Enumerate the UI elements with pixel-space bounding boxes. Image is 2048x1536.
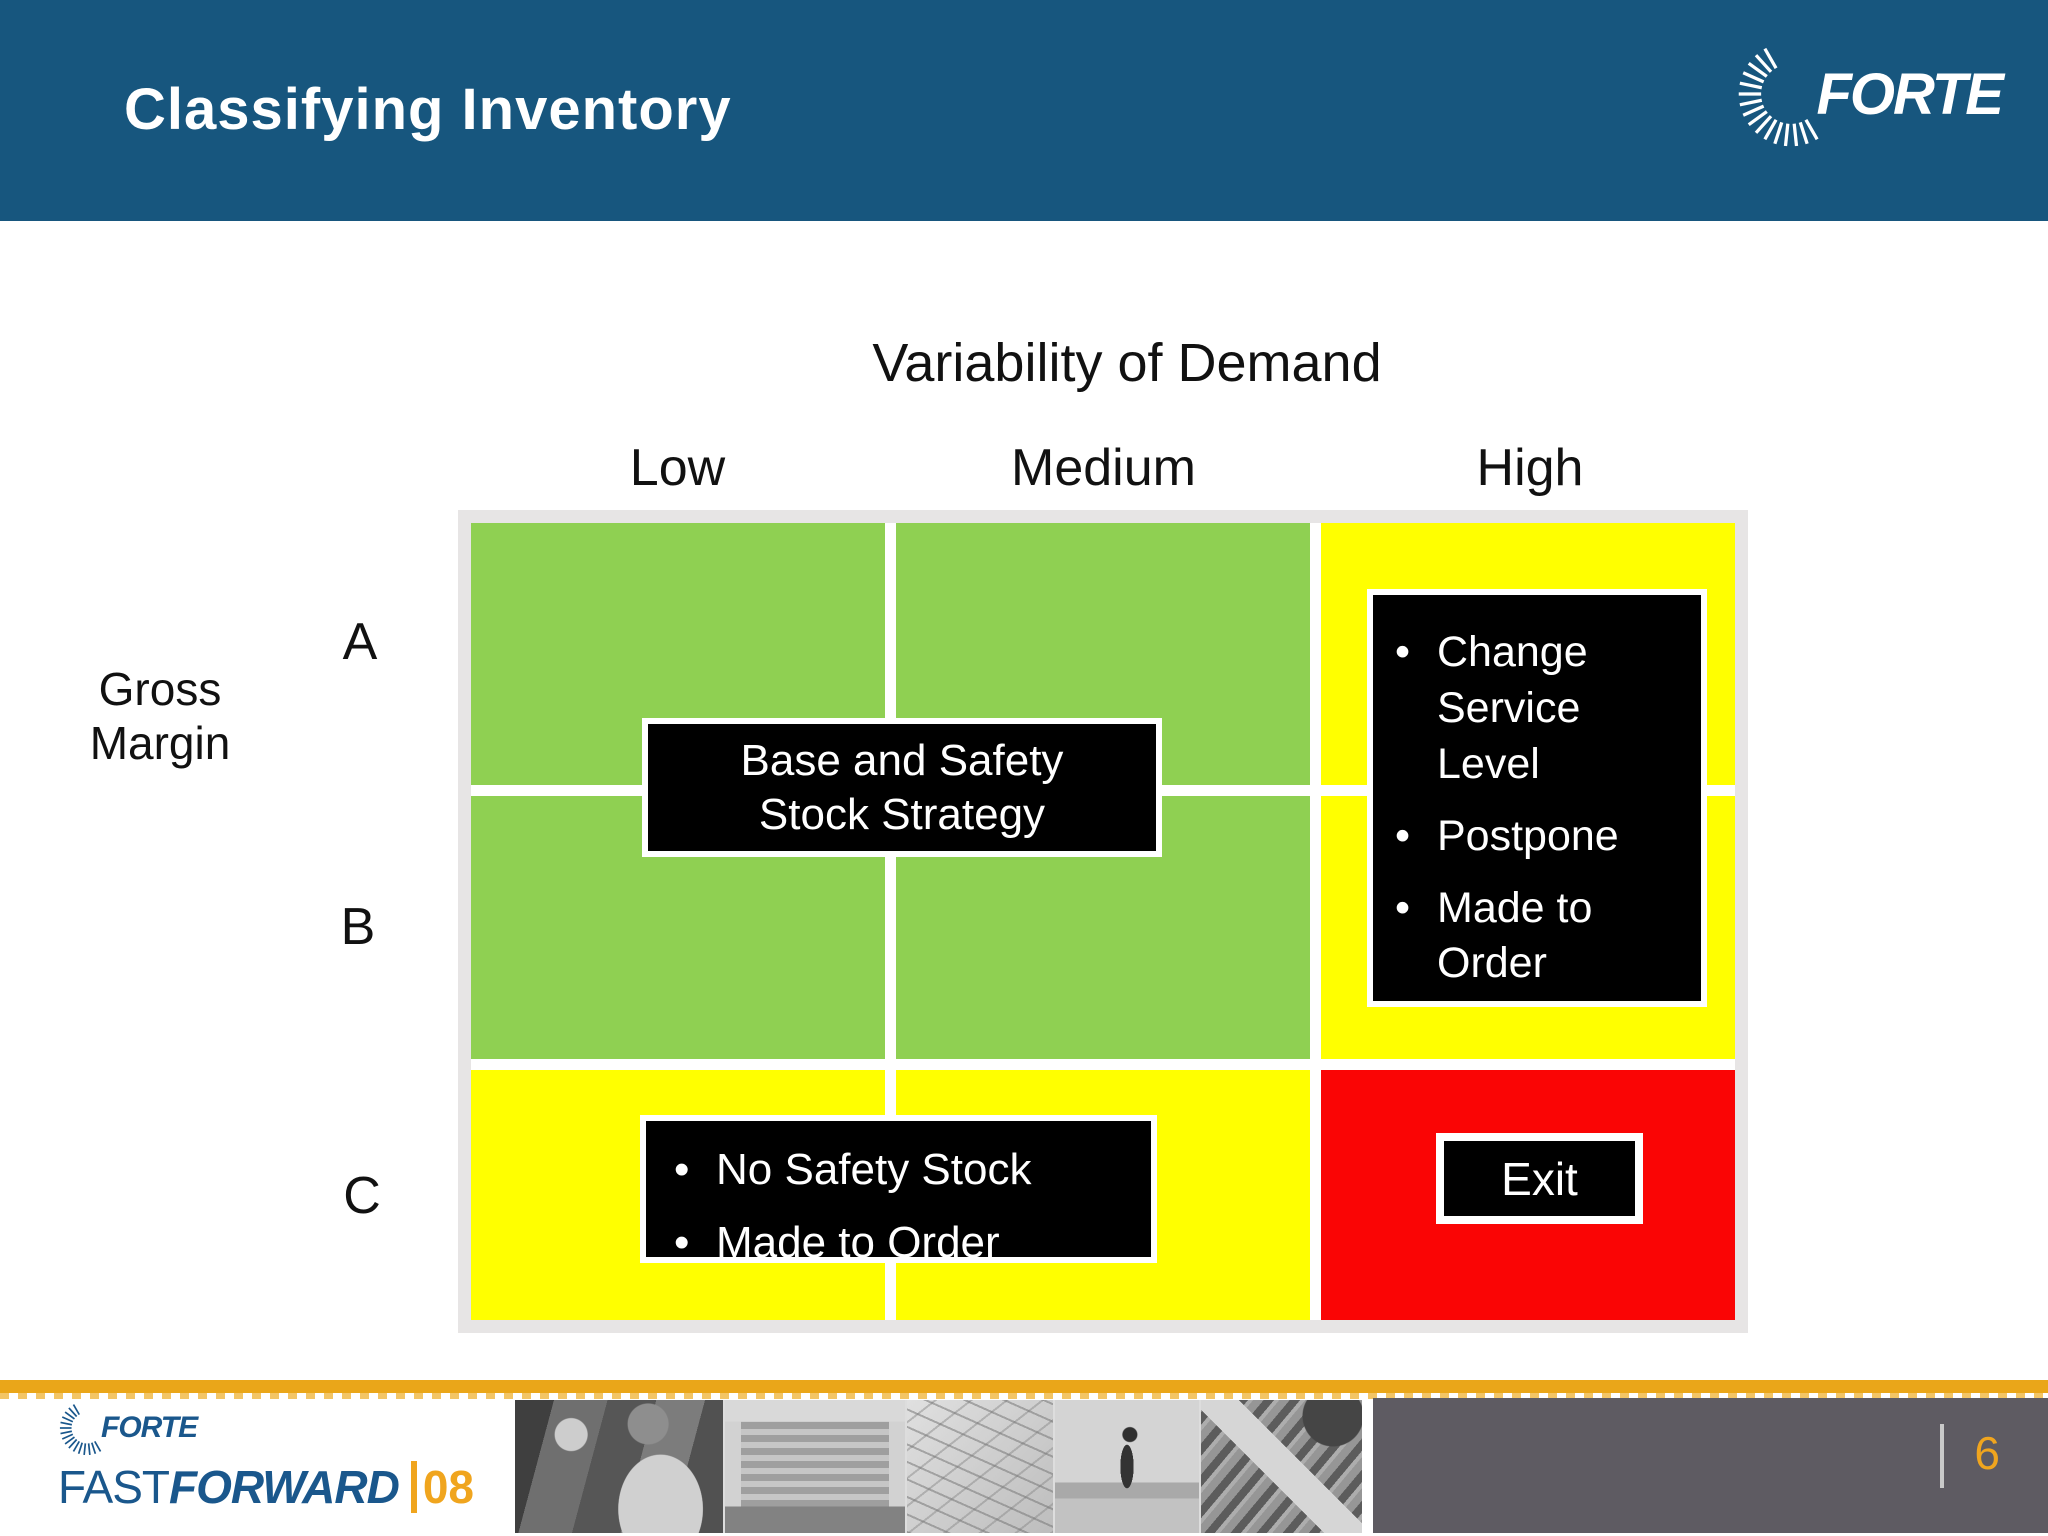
fastforward-forward: FORWARD <box>169 1461 400 1513</box>
footer-photo-strip <box>515 1400 1362 1533</box>
forte-footer-logo-text: FORTE <box>101 1411 198 1444</box>
footer-accent-bar <box>0 1380 2048 1393</box>
row-label-c: C <box>343 1167 381 1225</box>
forte-logo-text: FORTE <box>1816 61 2004 127</box>
hotel-photo <box>723 1400 906 1533</box>
fastforward-fast: FAST <box>58 1461 170 1513</box>
gold-divider <box>410 1461 417 1513</box>
strategy-bullet: Made to Order <box>1395 881 1693 993</box>
matrix-grid: Base and Safety Stock Strategy Change Se… <box>458 510 1748 1333</box>
row-axis-line-2: Margin <box>89 717 231 770</box>
page-divider <box>1940 1424 1944 1488</box>
golfer-photo <box>1052 1400 1199 1533</box>
conveyor-photo <box>1198 1400 1362 1533</box>
row-axis-label: Gross Margin <box>38 662 282 771</box>
green-strategy-box: Base and Safety Stock Strategy <box>642 718 1162 857</box>
strategy-bullet: No Safety Stock <box>674 1141 1143 1198</box>
forte-logo: FORTE <box>1735 38 2004 150</box>
page-title: Classifying Inventory <box>124 77 732 142</box>
row-axis-line-1: Gross <box>98 663 222 715</box>
row-label-a: A <box>342 613 378 671</box>
strategy-bullet: Made to Order <box>674 1214 1143 1271</box>
strategy-bullet: Change Service Level <box>1395 625 1693 793</box>
exit-label: Exit <box>1501 1152 1578 1205</box>
header-bar: Classifying Inventory FORTE <box>0 0 2048 221</box>
column-label-high: High <box>1476 439 1584 497</box>
high-variability-strategy-box: Change Service Level Postpone Made to Or… <box>1367 589 1707 1007</box>
row-label-b: B <box>340 898 376 956</box>
strategy-bullet: Postpone <box>1395 809 1693 865</box>
blueprint-photo <box>905 1400 1053 1533</box>
page-number: 6 <box>1974 1427 2000 1479</box>
green-strategy-line-1: Base and Safety <box>740 735 1064 785</box>
exit-box: Exit <box>1436 1133 1643 1224</box>
c-row-strategy-box: No Safety Stock Made to Order <box>640 1115 1157 1267</box>
matrix-title: Variability of Demand <box>872 333 1382 393</box>
forte-footer-logo: FORTE <box>58 1400 474 1456</box>
column-label-low: Low <box>629 439 726 497</box>
page-number-box: 6 <box>1373 1398 2048 1533</box>
footer-accent-dots <box>0 1393 2048 1399</box>
column-label-medium: Medium <box>1011 439 1196 497</box>
fastforward-year: 08 <box>422 1461 475 1513</box>
forte-swoosh-icon <box>1738 47 1819 147</box>
green-strategy-line-2: Stock Strategy <box>758 789 1046 839</box>
meeting-photo <box>515 1400 724 1533</box>
